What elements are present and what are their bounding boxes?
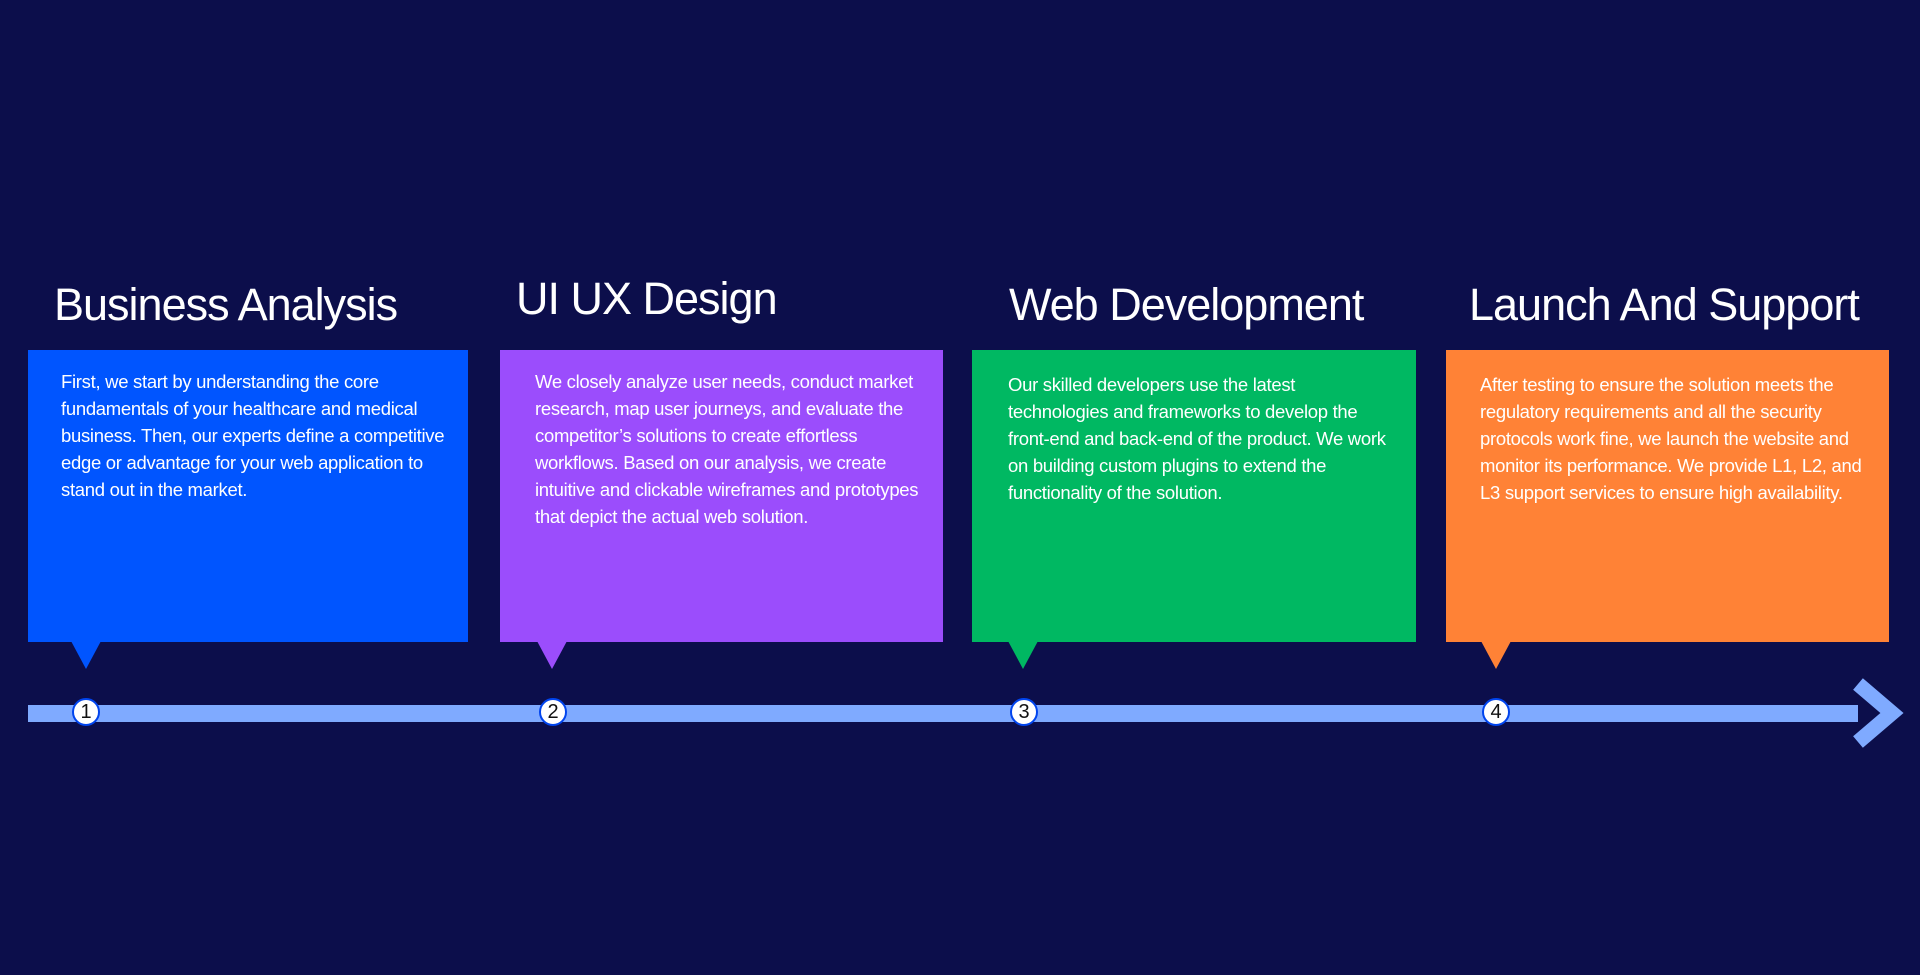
- step-2-text: We closely analyze user needs, conduct m…: [535, 371, 919, 527]
- step-3-text: Our skilled developers use the latest te…: [1008, 374, 1386, 503]
- step-4-marker: 4: [1482, 698, 1510, 726]
- step-1-text: First, we start by understanding the cor…: [61, 371, 445, 500]
- step-4-card: After testing to ensure the solution mee…: [1446, 350, 1889, 642]
- timeline-bar: [28, 705, 1858, 722]
- step-4-pointer: [1481, 641, 1511, 669]
- step-2-pointer: [537, 641, 567, 669]
- step-4-title: Launch And Support: [1469, 279, 1860, 330]
- step-1-pointer: [71, 641, 101, 669]
- step-1-title: Business Analysis: [54, 279, 398, 330]
- step-3-pointer: [1008, 641, 1038, 669]
- step-4-text: After testing to ensure the solution mee…: [1480, 374, 1862, 503]
- arrow-right-icon: [1853, 678, 1904, 748]
- step-1-marker: 1: [72, 698, 100, 726]
- step-3-marker: 3: [1010, 698, 1038, 726]
- step-1-card: First, we start by understanding the cor…: [28, 350, 468, 642]
- step-3-title: Web Development: [1009, 279, 1364, 330]
- step-2-card: We closely analyze user needs, conduct m…: [500, 350, 943, 642]
- step-3-card: Our skilled developers use the latest te…: [972, 350, 1416, 642]
- step-2-title: UI UX Design: [516, 273, 778, 324]
- step-2-marker: 2: [539, 698, 567, 726]
